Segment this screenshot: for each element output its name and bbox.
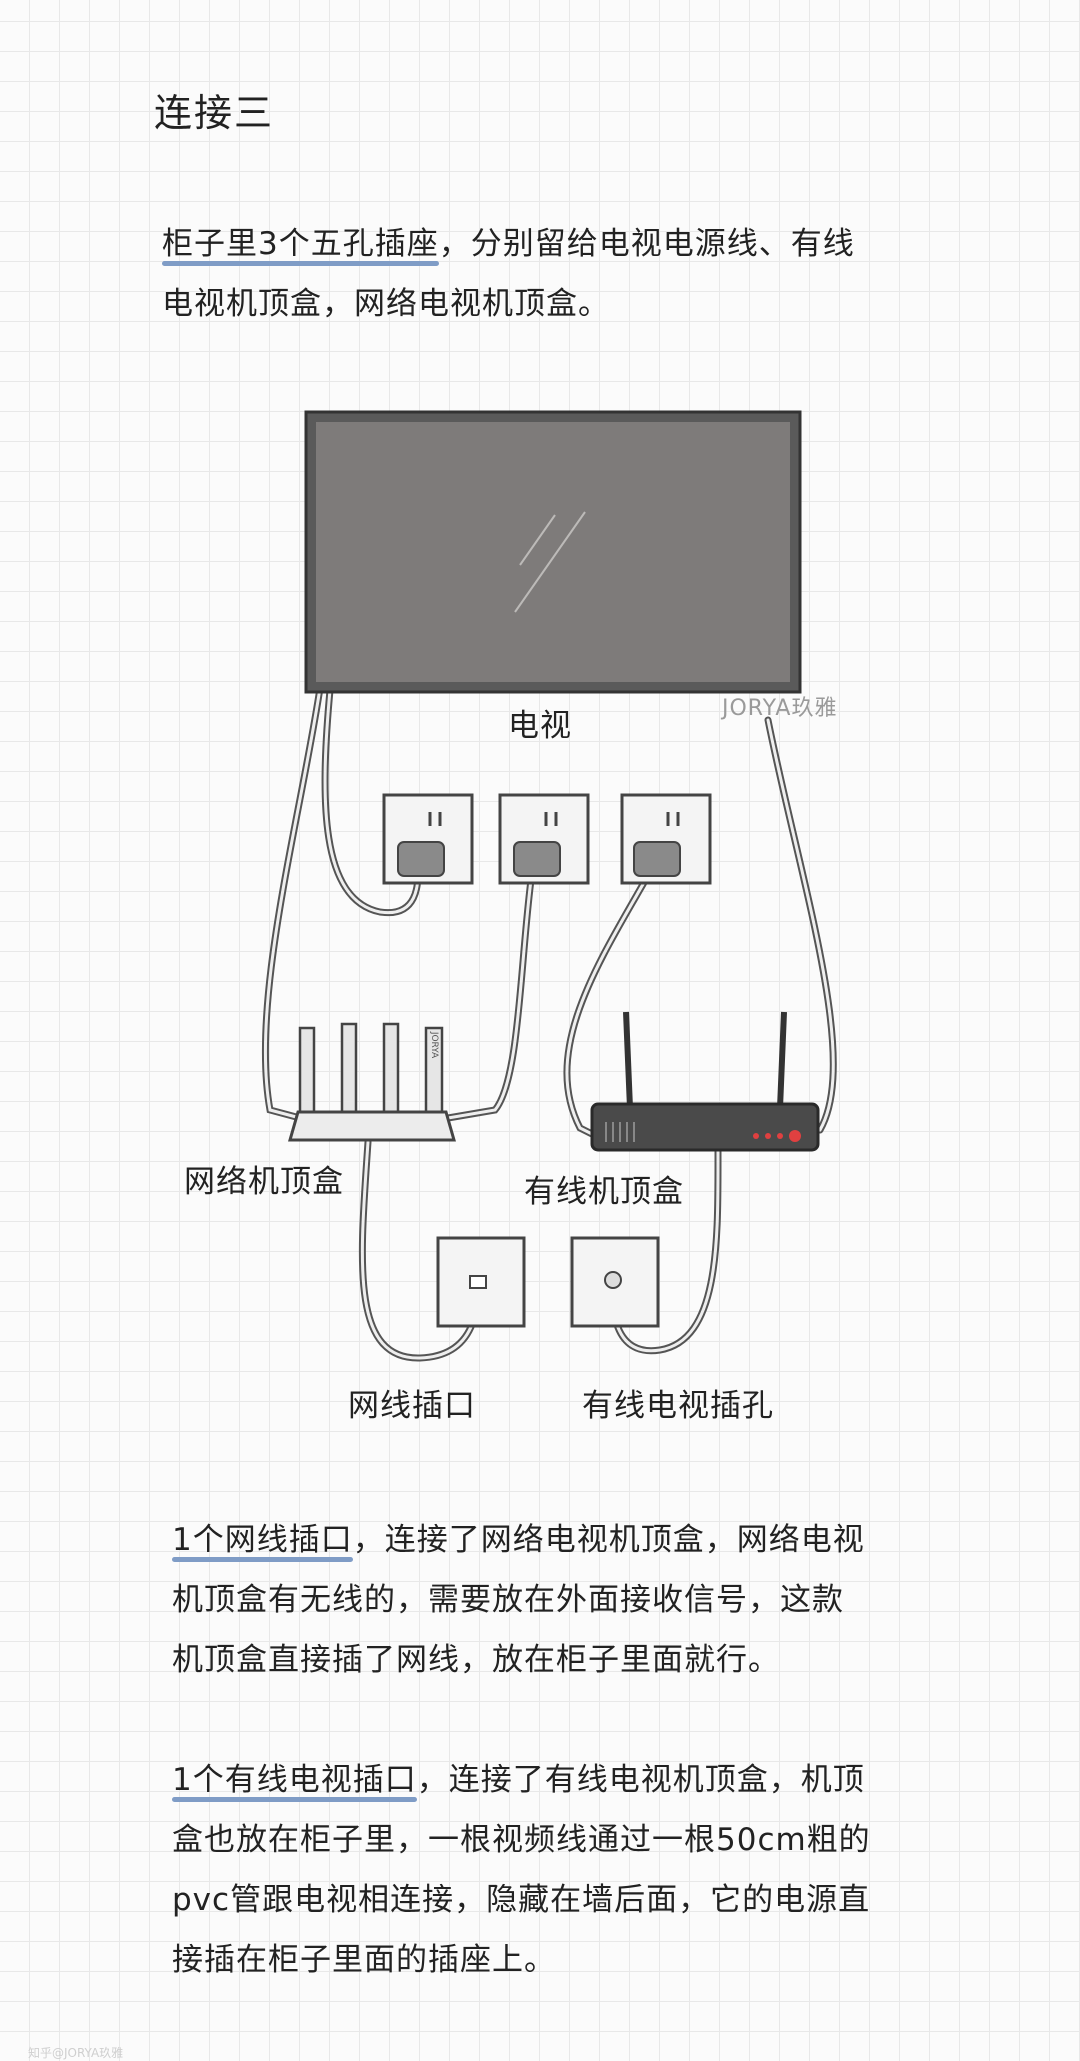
catv-paragraph: 1个有线电视插口，连接了有线电视机顶盒，机顶 盒也放在柜子里，一根视频线通过一根… bbox=[172, 1750, 871, 1990]
footer-watermark: 知乎@JORYA玖雅 bbox=[28, 2046, 124, 2060]
highlight-sockets: 柜子里3个五孔插座 bbox=[162, 226, 439, 262]
intro-line1-rest: ，分别留给电视电源线、有线 bbox=[438, 226, 855, 262]
catv-line3: pvc管跟电视相连接，隐藏在墙后面，它的电源直 bbox=[172, 1882, 871, 1918]
power-outlets bbox=[382, 793, 712, 885]
catv-wall-port bbox=[570, 1236, 660, 1328]
catv-line4: 接插在柜子里面的插座上。 bbox=[172, 1942, 556, 1978]
catv-line1-rest: ，连接了有线电视机顶盒，机顶 bbox=[416, 1762, 865, 1798]
catv-line2: 盒也放在柜子里，一根视频线通过一根50cm粗的 bbox=[172, 1822, 871, 1858]
lan-line1-rest: ，连接了网络电视机顶盒，网络电视 bbox=[352, 1522, 865, 1558]
brand-watermark: JORYA玖雅 bbox=[722, 696, 838, 721]
lan-line2: 机顶盒有无线的，需要放在外面接收信号，这款 bbox=[172, 1582, 844, 1618]
tv bbox=[304, 410, 802, 694]
tv-label: 电视 bbox=[508, 708, 572, 744]
cable-box bbox=[590, 1011, 820, 1152]
highlight-catv: 1个有线电视插口 bbox=[172, 1762, 417, 1798]
catv-port-label: 有线电视插孔 bbox=[582, 1388, 774, 1424]
intro-line2: 电视机顶盒，网络电视机顶盒。 bbox=[162, 286, 610, 322]
led-indicator bbox=[789, 1130, 801, 1142]
network-box: JORYA bbox=[288, 1022, 456, 1142]
lan-paragraph: 1个网线插口，连接了网络电视机顶盒，网络电视 机顶盒有无线的，需要放在外面接收信… bbox=[172, 1510, 865, 1690]
lan-port-label: 网线插口 bbox=[348, 1388, 476, 1424]
lan-line3: 机顶盒直接插了网线，放在柜子里面就行。 bbox=[172, 1642, 780, 1678]
highlight-lan: 1个网线插口 bbox=[172, 1522, 353, 1558]
network-box-label: 网络机顶盒 bbox=[184, 1164, 344, 1200]
cable-box-label: 有线机顶盒 bbox=[524, 1174, 684, 1210]
cable-tv-cablebox bbox=[764, 716, 837, 1134]
router-brand: JORYA bbox=[429, 1031, 439, 1059]
outlet-2 bbox=[498, 793, 590, 885]
page-title: 连接三 bbox=[154, 91, 275, 135]
outlet-1 bbox=[382, 793, 474, 885]
outlet-3 bbox=[620, 793, 712, 885]
intro-paragraph: 柜子里3个五孔插座，分别留给电视电源线、有线 电视机顶盒，网络电视机顶盒。 bbox=[162, 214, 855, 334]
lan-wall-port bbox=[436, 1236, 526, 1328]
